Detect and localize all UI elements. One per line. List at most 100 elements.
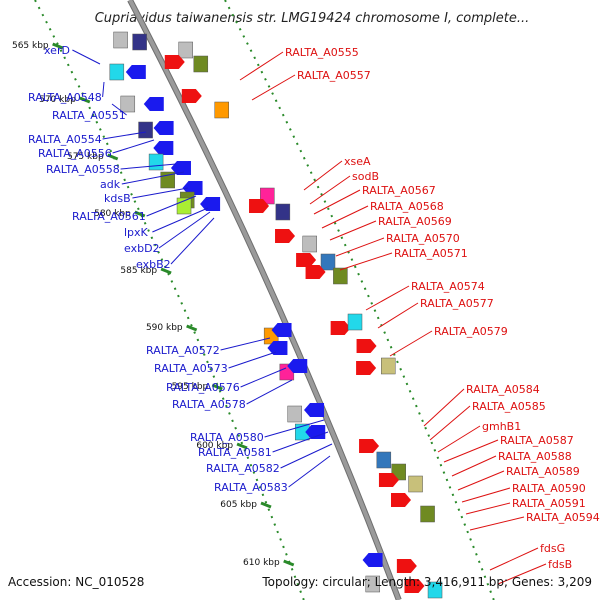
label-leader-line <box>102 131 147 140</box>
gene-block <box>193 55 209 73</box>
gene-arrow-reverse <box>153 121 174 135</box>
outer-left-dot-track <box>34 0 305 600</box>
gene-block <box>214 101 229 119</box>
label-leader-line <box>280 443 333 469</box>
gene-arrow-forward <box>249 199 270 213</box>
gene-block <box>148 153 164 171</box>
gene-label-left: RALTA_A0582 <box>206 462 280 475</box>
tick-mark <box>160 267 172 275</box>
backbone-shadow <box>127 0 402 600</box>
gene-label-left: lpxK <box>124 226 149 239</box>
gene-label-left: RALTA_A0581 <box>198 446 272 459</box>
gene-label-left: RALTA_A0548 <box>28 91 102 104</box>
gene-block <box>138 121 153 139</box>
label-leader-line <box>469 516 525 531</box>
tick-label: 585 kbp <box>120 266 157 276</box>
label-leader-line <box>246 379 293 405</box>
gene-label-right: RALTA_A0569 <box>378 215 452 228</box>
gene-arrow-forward <box>396 559 417 573</box>
label-leader-line <box>489 547 539 571</box>
gene-block <box>275 203 291 221</box>
gene-arrow-forward <box>181 89 202 103</box>
gene-label-right: RALTA_A0590 <box>512 482 586 495</box>
label-leader-line <box>288 455 331 488</box>
gene-label-right: RALTA_A0587 <box>500 434 574 447</box>
label-leader-line <box>251 74 296 101</box>
gene-label-right: RALTA_A0591 <box>512 497 586 510</box>
gene-block <box>287 405 302 423</box>
gene-label-left: xerD <box>44 44 70 57</box>
gene-block <box>420 505 435 523</box>
gene-label-left: RALTA_A0558 <box>46 163 120 176</box>
gene-label-left: exbB2 <box>136 258 171 271</box>
gene-arrow-forward <box>378 473 399 487</box>
gene-arrow-forward <box>404 579 425 593</box>
gene-arrow-reverse <box>304 403 325 417</box>
outer-right-dot-track <box>224 0 495 600</box>
label-leader-line <box>437 425 481 453</box>
tick-mark <box>283 559 295 567</box>
gene-label-right: sodB <box>352 170 379 183</box>
gene-arrow-forward <box>391 493 411 507</box>
gene-label-right: RALTA_A0574 <box>411 280 485 293</box>
tick-mark <box>260 501 272 509</box>
gene-label-right: RALTA_A0588 <box>498 450 572 463</box>
tick-mark <box>52 42 64 50</box>
gene-label-right: fdsG <box>540 542 565 555</box>
label-leader-line <box>321 205 369 229</box>
gene-label-right: fdsB <box>548 558 572 571</box>
gene-arrow-reverse <box>305 425 326 439</box>
gene-label-right: RALTA_A0557 <box>297 69 371 82</box>
backbone-line <box>128 0 401 600</box>
label-leader-line <box>152 207 209 233</box>
gene-label-left: adk <box>100 178 121 191</box>
tick-label: 575 kbp <box>67 152 104 162</box>
gene-label-right: RALTA_A0570 <box>386 232 460 245</box>
tick-label: 600 kbp <box>196 441 233 451</box>
gene-label-right: RALTA_A0584 <box>466 383 540 396</box>
label-leader-line <box>339 252 393 271</box>
gene-arrow-reverse <box>200 197 221 211</box>
gene-arrow-reverse <box>267 341 288 355</box>
label-leader-line <box>228 351 277 369</box>
tick-mark <box>79 96 91 104</box>
label-leader-line <box>121 171 185 185</box>
gene-label-left: RALTA_A0573 <box>154 362 228 375</box>
gene-block <box>427 581 443 599</box>
gene-block <box>178 41 193 59</box>
topology-text: Topology: circular; Length: 3,416,911 bp… <box>261 575 592 589</box>
tick-label: 595 kbp <box>172 382 209 392</box>
gene-label-right: RALTA_A0567 <box>362 184 436 197</box>
gene-block <box>380 357 396 375</box>
label-leader-line <box>377 302 419 329</box>
gene-block <box>109 63 125 81</box>
tick-label: 605 kbp <box>220 500 257 510</box>
gene-label-right: gmhB1 <box>482 420 521 433</box>
gene-label-left: kdsB <box>104 192 131 205</box>
gene-arrow-forward <box>305 265 326 279</box>
label-leader-line <box>72 49 101 65</box>
gene-arrow-forward <box>356 361 377 375</box>
gene-arrow-reverse <box>143 97 164 111</box>
label-leader-line <box>451 455 497 477</box>
label-leader-line <box>465 502 511 515</box>
label-leader-line <box>264 419 325 438</box>
label-leader-line <box>111 103 127 116</box>
label-leader-line <box>220 337 271 351</box>
gene-block <box>132 33 147 51</box>
label-leader-line <box>461 487 511 503</box>
gene-arrow-forward <box>296 253 317 267</box>
gene-label-right: RALTA_A0577 <box>420 297 494 310</box>
label-leader-line <box>158 211 211 249</box>
gene-block <box>408 475 423 493</box>
gene-arrow-reverse <box>125 65 146 79</box>
accession-text: Accession: NC_010528 <box>8 575 144 589</box>
gene-label-right: RALTA_A0579 <box>434 325 508 338</box>
gene-block <box>320 253 336 271</box>
label-leader-line <box>389 330 433 357</box>
gene-label-left: RALTA_A0583 <box>214 481 288 494</box>
gene-arrow-reverse <box>182 181 203 195</box>
gene-label-right: RALTA_A0589 <box>506 465 580 478</box>
gene-label-left: RALTA_A0578 <box>172 398 246 411</box>
